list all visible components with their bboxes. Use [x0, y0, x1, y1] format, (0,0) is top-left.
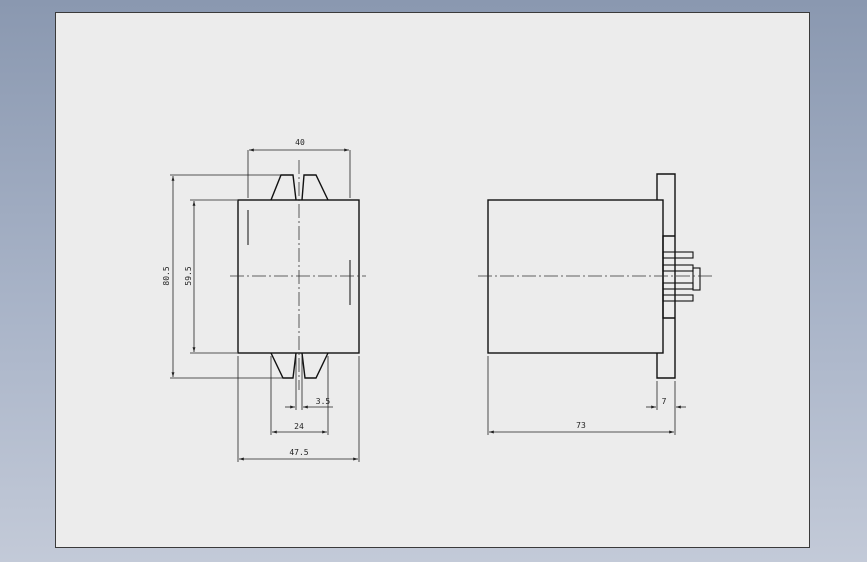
side-view-body [487, 199, 664, 354]
front-view-top-clip-left [270, 174, 297, 201]
front-view-body [237, 199, 360, 354]
front-view-dimensions [170, 148, 360, 462]
dim-length: 73 [576, 421, 586, 430]
front-view-top-clip-right [301, 174, 329, 201]
side-view-connector [662, 235, 675, 319]
front-view-centerlines [230, 160, 366, 390]
side-view-dimensions [487, 356, 686, 435]
side-view [487, 173, 701, 379]
dim-gap: 3.5 [316, 397, 331, 406]
front-view-bottom-clip-left [270, 352, 297, 379]
side-view-pins [662, 251, 701, 302]
dim-spacing: 24 [294, 422, 304, 431]
front-view-bottom-clip-right [301, 352, 329, 379]
dim-flange: 7 [662, 397, 667, 406]
front-view [237, 174, 360, 379]
side-view-flange [656, 173, 676, 379]
dim-height-outer: 80.5 [162, 266, 171, 285]
dim-width-bottom: 47.5 [289, 448, 308, 457]
dim-height-body: 59.5 [184, 266, 193, 285]
drawing-sheet [55, 12, 810, 548]
dim-width-top: 40 [295, 138, 305, 147]
